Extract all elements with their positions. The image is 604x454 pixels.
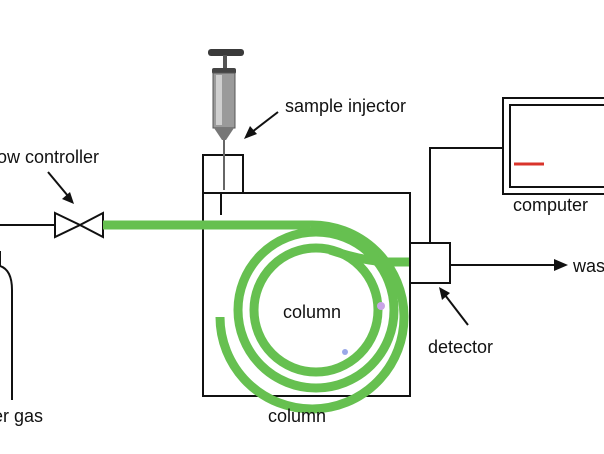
detector-label: detector: [428, 337, 493, 357]
computer-icon: [502, 97, 604, 195]
detector-arrow: [439, 287, 469, 326]
syringe-icon: [208, 49, 244, 190]
sample-injector-label: sample injector: [285, 96, 406, 116]
carrier-gas-cylinder: [0, 251, 13, 400]
column-bottom-label: column: [268, 406, 326, 426]
column-oven-box: [202, 192, 411, 397]
flow-controller-label: flow controller: [0, 147, 99, 167]
column-tube: [103, 220, 410, 414]
column-inner-label: column: [283, 302, 341, 322]
carrier-gas-label: carrier gas: [0, 406, 43, 426]
sample-injector-arrow: [244, 111, 279, 139]
waste-label: waste: [572, 256, 604, 276]
waste-arrow: [450, 259, 568, 271]
detector-box: [409, 242, 451, 284]
sample-dot: [342, 349, 348, 355]
flow-controller-valve: [54, 211, 104, 239]
flow-controller-arrow: [47, 171, 74, 204]
computer-label: computer: [513, 195, 588, 215]
sample-dot: [377, 302, 385, 310]
signal-line: [429, 147, 503, 243]
